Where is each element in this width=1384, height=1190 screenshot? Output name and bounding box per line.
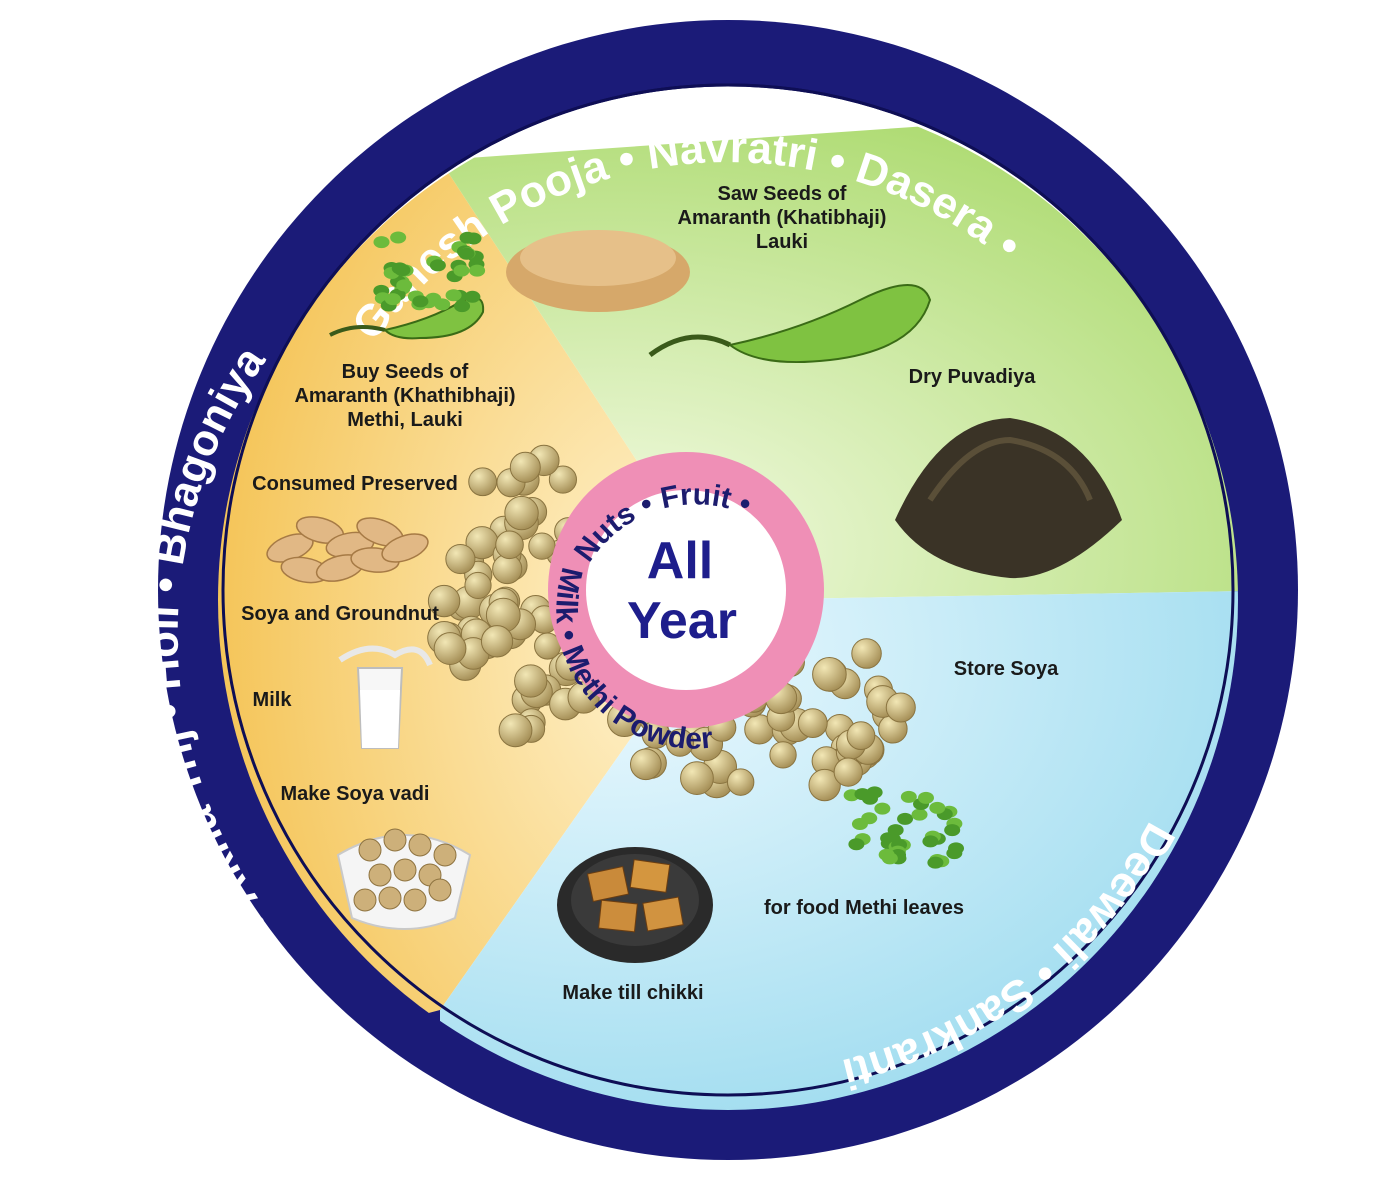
soybean xyxy=(445,543,476,575)
soybean xyxy=(509,451,541,483)
soybean xyxy=(846,721,876,751)
label-consumed: Consumed Preserved xyxy=(252,473,458,495)
methi-leaf xyxy=(384,293,401,306)
methi-leaf xyxy=(929,801,946,814)
soybean xyxy=(769,741,797,769)
soybean xyxy=(726,768,755,796)
methi-leaf xyxy=(917,791,934,804)
label-saw-seeds-2: Amaranth (Khatibhaji) xyxy=(678,207,887,229)
soybean xyxy=(528,532,556,560)
methi-leaf xyxy=(881,852,898,865)
methi-leaf xyxy=(412,295,429,308)
puvadiya-seed-pile-icon xyxy=(895,418,1122,579)
soya-vadi-piece xyxy=(353,888,377,912)
soybean xyxy=(427,584,461,618)
til-chikki-plate-icon xyxy=(557,847,713,963)
methi-leaf xyxy=(887,824,904,837)
methi-leaf xyxy=(454,300,471,313)
methi-leaf xyxy=(390,231,407,244)
soya-vadi-piece xyxy=(393,858,417,882)
soya-vadi-piece xyxy=(408,833,432,857)
soybean xyxy=(504,495,539,531)
hub-title-line2: Year xyxy=(627,592,737,650)
peanuts-icon xyxy=(266,516,429,584)
lauki-gourd-icon xyxy=(648,284,932,364)
soybean xyxy=(514,664,548,698)
soybean xyxy=(808,768,841,802)
methi-leaf xyxy=(927,856,944,869)
soybean xyxy=(464,571,492,600)
methi-leaf xyxy=(458,247,475,260)
methi-leaf xyxy=(874,802,891,815)
label-milk: Milk xyxy=(253,689,293,711)
methi-leaf xyxy=(922,835,939,848)
label-soya-vadi: Make Soya vadi xyxy=(281,783,430,805)
methi-leaf xyxy=(944,824,961,837)
label-soya-groundnut: Soya and Groundnut xyxy=(241,603,439,625)
soybean xyxy=(548,465,577,494)
methi-leaf xyxy=(464,290,481,303)
label-til-chikki: Make till chikki xyxy=(562,982,703,1004)
soya-vadi-piece xyxy=(433,843,457,867)
methi-leaves-icon xyxy=(373,231,486,313)
methi-leaf xyxy=(851,818,868,831)
methi-leaf xyxy=(445,289,462,302)
soybean xyxy=(629,748,662,781)
methi-leaf xyxy=(465,232,482,245)
milk-glass-icon xyxy=(338,645,433,749)
label-dry-puvadiya: Dry Puvadiya xyxy=(909,366,1037,388)
methi-leaf xyxy=(911,808,928,821)
methi-leaf xyxy=(946,847,963,860)
methi-leaf xyxy=(373,236,390,249)
label-methi-leaves: for food Methi leaves xyxy=(764,897,964,919)
methi-leaf xyxy=(429,259,446,272)
methi-leaf xyxy=(900,790,917,803)
soybean xyxy=(495,530,524,560)
soybean xyxy=(468,467,498,497)
methi-leaf xyxy=(469,264,486,277)
soybean xyxy=(833,757,863,787)
soybean xyxy=(797,708,828,739)
methi-leaf xyxy=(854,788,871,801)
hub-title-line1: All xyxy=(647,532,713,590)
methi-leaves-icon xyxy=(843,786,965,869)
soya-vadi-piece xyxy=(368,863,392,887)
soya-vadi-bowl-icon xyxy=(336,828,472,930)
soybean xyxy=(885,692,916,723)
soya-vadi-piece xyxy=(378,886,402,910)
soybean xyxy=(480,625,514,658)
label-buy-seeds-1: Buy Seeds of xyxy=(342,361,469,383)
label-buy-seeds-3: Methi, Lauki xyxy=(347,409,463,431)
soybean xyxy=(498,713,533,748)
label-store-soya: Store Soya xyxy=(954,658,1059,680)
soya-vadi-piece xyxy=(403,888,427,912)
label-buy-seeds-2: Amaranth (Khathibhaji) xyxy=(294,385,515,407)
methi-leaf xyxy=(848,838,865,851)
soybean xyxy=(812,657,847,692)
soya-vadi-piece xyxy=(428,878,452,902)
methi-leaf xyxy=(394,264,411,277)
soybean xyxy=(433,632,467,665)
soybean xyxy=(851,638,882,669)
soybean xyxy=(680,761,714,795)
methi-leaf xyxy=(866,786,883,799)
peanut xyxy=(381,533,429,563)
soybean xyxy=(665,728,695,757)
amaranth-seed-pile-icon xyxy=(506,230,690,312)
label-saw-seeds-1: Saw Seeds of xyxy=(718,183,847,205)
label-saw-seeds-3: Lauki xyxy=(756,231,808,253)
methi-leaf xyxy=(897,812,914,825)
methi-leaf xyxy=(434,298,451,311)
soya-vadi-piece xyxy=(358,838,382,862)
soya-vadi-piece xyxy=(383,828,407,852)
methi-leaf xyxy=(453,264,470,277)
hub-center xyxy=(586,490,786,690)
methi-leaf xyxy=(396,279,413,292)
